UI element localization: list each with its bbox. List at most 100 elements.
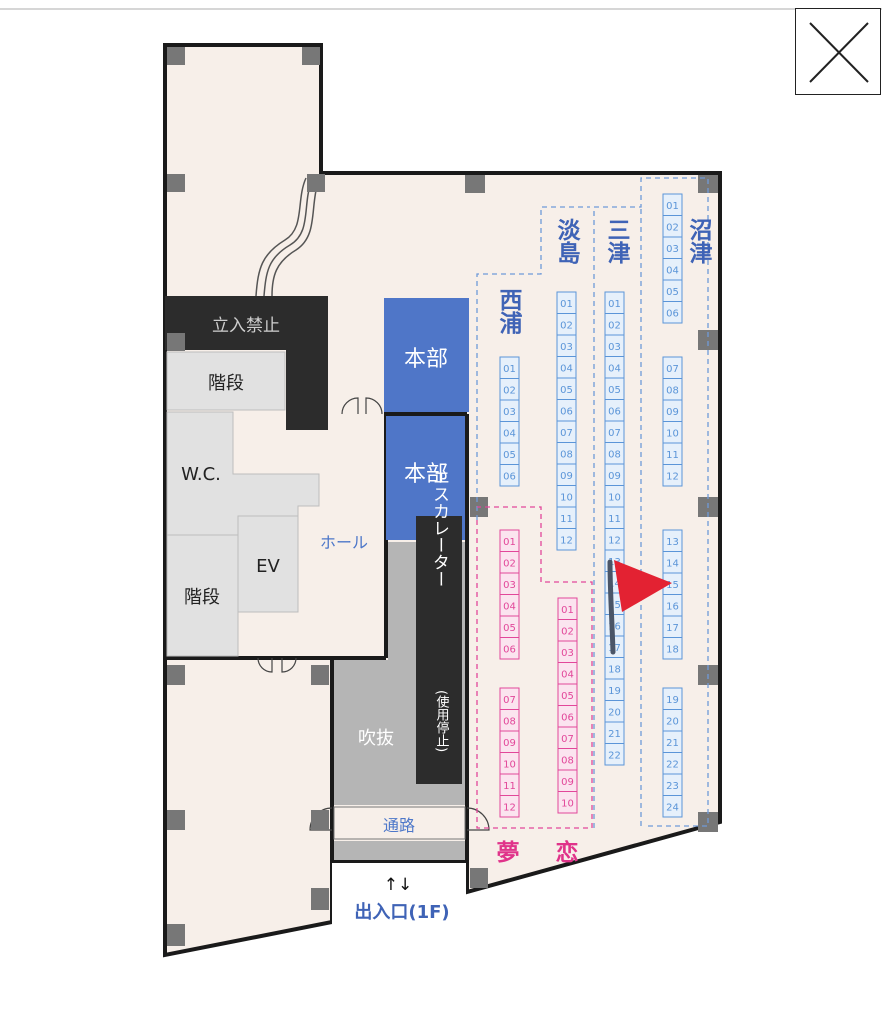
booth-number: 02 [503, 558, 516, 569]
booth-number: 10 [666, 428, 679, 439]
booth-number: 03 [503, 580, 516, 591]
booth-number: 09 [560, 471, 573, 482]
booth-number: 05 [503, 623, 516, 634]
zone-borders [476, 177, 709, 829]
escalator-label: エスカレーター [429, 469, 449, 588]
booth-number: 08 [503, 716, 516, 727]
booth-number: 07 [561, 734, 574, 745]
booth-awashima-12[interactable] [556, 528, 577, 551]
booth-number: 04 [503, 601, 516, 612]
booth-number: 04 [561, 669, 574, 680]
booth-number: 07 [666, 364, 679, 375]
booth-numazu-24[interactable] [662, 795, 683, 818]
booth-number: 06 [503, 644, 516, 655]
booth-number: 18 [608, 664, 621, 675]
stairs-bottom [166, 534, 239, 657]
booth-number: 12 [608, 535, 621, 546]
booth-number: 03 [666, 244, 679, 255]
booth-numazu-18[interactable] [662, 637, 683, 660]
passage-step [334, 841, 465, 860]
booth-number: 01 [503, 364, 516, 375]
stairs-top [166, 351, 286, 411]
booth-number: 05 [560, 385, 573, 396]
booth-number: 03 [503, 407, 516, 418]
booth-yume-12[interactable] [499, 795, 520, 818]
top-divider [0, 8, 882, 10]
booth-number: 05 [666, 287, 679, 298]
booth-number: 12 [560, 535, 573, 546]
booth-number: 10 [560, 492, 573, 503]
stairs-bottom-label: 階段 [184, 587, 220, 608]
area-label-numazu: 沼津 [685, 218, 713, 264]
booth-number: 08 [608, 449, 621, 460]
booth-number: 01 [608, 299, 621, 310]
booth-number: 07 [503, 695, 516, 706]
door-swings [257, 397, 490, 831]
booth-number: 09 [503, 738, 516, 749]
ev-label: EV [256, 556, 280, 577]
booth-koi-10[interactable] [557, 791, 578, 814]
close-button[interactable] [795, 8, 881, 95]
booth-number: 22 [666, 759, 679, 770]
red-flag-marker-icon[interactable] [614, 560, 672, 612]
exit-arrows: ↑↓ [384, 875, 413, 895]
booth-number: 03 [561, 648, 574, 659]
booth-number: 10 [608, 492, 621, 503]
pen-mark [607, 559, 616, 655]
booth-number: 14 [608, 578, 621, 589]
pillars [167, 47, 718, 946]
booth-number: 06 [561, 712, 574, 723]
booth-number: 21 [608, 729, 621, 740]
booth-number: 23 [666, 781, 679, 792]
booth-number: 02 [666, 222, 679, 233]
booth-number: 09 [561, 777, 574, 788]
booth-mitsu-22[interactable] [604, 743, 625, 766]
booth-number: 01 [561, 605, 574, 616]
booth-number: 11 [503, 781, 516, 792]
booth-numazu-06[interactable] [662, 301, 683, 324]
booth-number: 06 [560, 406, 573, 417]
void-label: 吹抜 [358, 728, 394, 749]
booth-number: 05 [561, 691, 574, 702]
booth-number: 16 [666, 601, 679, 612]
booth-number: 03 [608, 342, 621, 353]
booth-number: 18 [666, 644, 679, 655]
booth-numazu-12[interactable] [662, 464, 683, 487]
booth-number: 10 [503, 759, 516, 770]
booth-number: 12 [666, 471, 679, 482]
booth-number: 01 [560, 299, 573, 310]
booth-number: 14 [666, 558, 679, 569]
booth-number: 04 [608, 363, 621, 374]
booth-nishiura-06[interactable] [499, 464, 520, 487]
restricted-label: 立入禁止 [212, 316, 280, 336]
booth-yume-06[interactable] [499, 637, 520, 660]
booth-number: 19 [666, 695, 679, 706]
hall-label: ホール [320, 533, 368, 552]
booth-number: 15 [608, 600, 621, 611]
booth-number: 10 [561, 798, 574, 809]
booth-number: 09 [608, 471, 621, 482]
area-label-koi: 恋 [556, 839, 579, 866]
area-label-mitsu: 三津 [603, 218, 631, 264]
booth-number: 02 [503, 385, 516, 396]
hq-top[interactable] [384, 298, 469, 412]
booth-number: 12 [503, 802, 516, 813]
booth-number: 09 [666, 407, 679, 418]
exit-label[interactable]: 出入口(1F) [354, 901, 449, 923]
booth-number: 19 [608, 686, 621, 697]
curved-corridor [255, 177, 319, 297]
hq-bottom-label: 本部 [404, 462, 448, 487]
booth-number: 08 [560, 449, 573, 460]
booth-number: 06 [608, 406, 621, 417]
restricted-area [165, 296, 328, 430]
booth-columns: 01 02 03 04 05 06 01 02 03 04 05 06 07 08 09 10 11 12 01 02… [499, 193, 683, 818]
booth-number: 04 [560, 363, 573, 374]
booth-number: 13 [666, 537, 679, 548]
booth-number: 08 [561, 755, 574, 766]
booth-number: 24 [666, 802, 679, 813]
passage [333, 806, 466, 840]
booth-number: 07 [560, 428, 573, 439]
booth-number: 02 [560, 320, 573, 331]
booth-number: 04 [666, 265, 679, 276]
